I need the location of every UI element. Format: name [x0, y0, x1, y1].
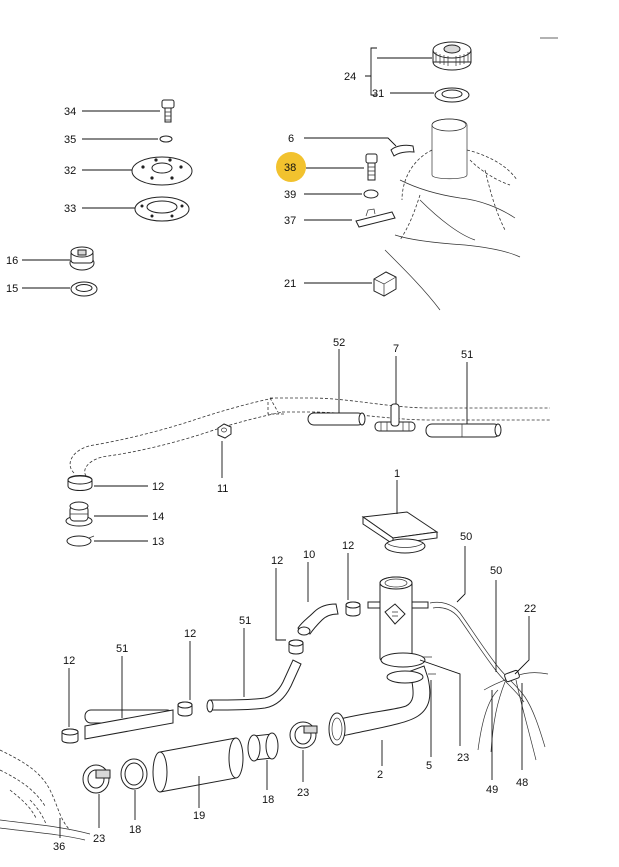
callout-7: 7 — [393, 343, 399, 355]
highlight-marker — [276, 152, 306, 182]
callout-35: 35 — [64, 134, 76, 146]
plug-16 — [69, 246, 95, 271]
hose-51-upper — [425, 423, 502, 438]
sleeve-18-left — [120, 758, 148, 790]
cable-48-49 — [477, 679, 537, 761]
bolt-38 — [365, 153, 378, 181]
clip-12-left — [67, 475, 93, 491]
flange-32 — [131, 156, 193, 186]
callout-48: 48 — [516, 777, 528, 789]
t-piece-7 — [374, 403, 416, 432]
hose-51-straight — [84, 709, 174, 740]
callout-12-d: 12 — [184, 628, 196, 640]
callout-12-a: 12 — [152, 481, 164, 493]
clip-12-d — [177, 701, 193, 717]
clamp-block-21 — [373, 271, 397, 297]
callout-51-straight: 51 — [116, 643, 128, 655]
callout-51-bent: 51 — [239, 615, 251, 627]
clamp-5 — [380, 652, 436, 684]
callout-11: 11 — [217, 483, 228, 495]
callout-18-left: 18 — [129, 824, 141, 836]
callout-36: 36 — [53, 841, 65, 853]
bracket-37 — [355, 208, 396, 228]
hose-clamp-23-left — [82, 764, 111, 794]
grommet-14 — [65, 501, 93, 527]
clip-13 — [66, 535, 95, 547]
callout-12-c: 12 — [271, 555, 283, 567]
callout-23-right: 23 — [457, 752, 469, 764]
callout-16: 16 — [6, 255, 18, 267]
callout-22: 22 — [524, 603, 536, 615]
cap-seal-31 — [434, 87, 470, 103]
callout-12-b: 12 — [342, 540, 354, 552]
callout-13: 13 — [152, 536, 164, 548]
seal-15 — [70, 281, 98, 297]
callout-23-mid: 23 — [297, 787, 309, 799]
body-panel-36 — [0, 749, 91, 841]
callout-39: 39 — [284, 189, 296, 201]
screw-34 — [161, 99, 175, 123]
gasket-33 — [134, 196, 190, 222]
sleeve-18-right — [247, 732, 279, 762]
callout-32: 32 — [64, 165, 76, 177]
callout-1: 1 — [394, 468, 400, 480]
callout-49: 49 — [486, 784, 498, 796]
callout-14: 14 — [152, 511, 164, 523]
washer-35 — [159, 135, 173, 143]
hose-51-bent — [206, 659, 302, 713]
callout-24: 24 — [344, 71, 356, 83]
hose-10 — [297, 603, 339, 636]
callout-2: 2 — [377, 769, 383, 781]
clip-12-e — [61, 728, 79, 744]
filler-pipe — [367, 576, 429, 665]
cable-50 — [429, 601, 549, 748]
hose-52 — [307, 412, 366, 426]
callout-18-right: 18 — [262, 794, 274, 806]
callout-38: 38 — [284, 162, 296, 174]
hose-19 — [152, 737, 244, 793]
callout-50-b: 50 — [490, 565, 502, 577]
nut-11 — [217, 423, 232, 439]
callout-31: 31 — [372, 88, 384, 100]
filler-cap-24 — [432, 41, 472, 71]
flap-housing-1 — [361, 511, 439, 554]
callout-10: 10 — [303, 549, 315, 561]
callout-21: 21 — [284, 278, 296, 290]
callout-34: 34 — [64, 106, 76, 118]
callout-15: 15 — [6, 283, 18, 295]
callout-23-left: 23 — [93, 833, 105, 845]
tank-neck — [394, 118, 521, 258]
callout-5: 5 — [426, 760, 432, 772]
callout-51-upper: 51 — [461, 349, 473, 361]
callout-52: 52 — [333, 337, 345, 349]
bent-pipe-2 — [328, 665, 431, 746]
callout-6: 6 — [288, 133, 294, 145]
clip-12-b — [345, 601, 361, 617]
callout-12-e: 12 — [63, 655, 75, 667]
lock-washer-39 — [363, 189, 379, 199]
callout-50-a: 50 — [460, 531, 472, 543]
callout-33: 33 — [64, 203, 76, 215]
vent-hose-6 — [390, 144, 415, 157]
callout-37: 37 — [284, 215, 296, 227]
clip-12-c — [288, 639, 304, 655]
vent-line-outline — [69, 397, 550, 477]
callout-19: 19 — [193, 810, 205, 822]
hose-clamp-23-mid — [289, 721, 318, 749]
